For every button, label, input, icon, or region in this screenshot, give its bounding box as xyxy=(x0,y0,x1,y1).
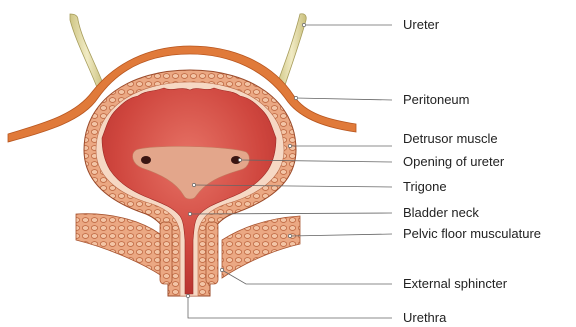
pelvic-floor-left xyxy=(76,214,162,276)
label-detrusor-muscle: Detrusor muscle xyxy=(403,131,498,146)
label-trigone: Trigone xyxy=(403,179,447,194)
external-sphincter-right xyxy=(206,222,218,284)
left-ureter-opening xyxy=(141,156,151,164)
right-ureter xyxy=(277,14,306,88)
left-ureter xyxy=(70,14,104,90)
label-opening-of-ureter: Opening of ureter xyxy=(403,154,505,169)
label-ureter: Ureter xyxy=(403,17,440,32)
external-sphincter-left xyxy=(160,222,172,284)
label-peritoneum: Peritoneum xyxy=(403,92,469,107)
label-external-sphincter: External sphincter xyxy=(403,276,508,291)
label-pelvic-floor-musculature: Pelvic floor musculature xyxy=(403,226,541,241)
label-urethra: Urethra xyxy=(403,310,447,325)
label-bladder-neck: Bladder neck xyxy=(403,205,479,220)
pelvic-floor-right xyxy=(222,216,300,278)
